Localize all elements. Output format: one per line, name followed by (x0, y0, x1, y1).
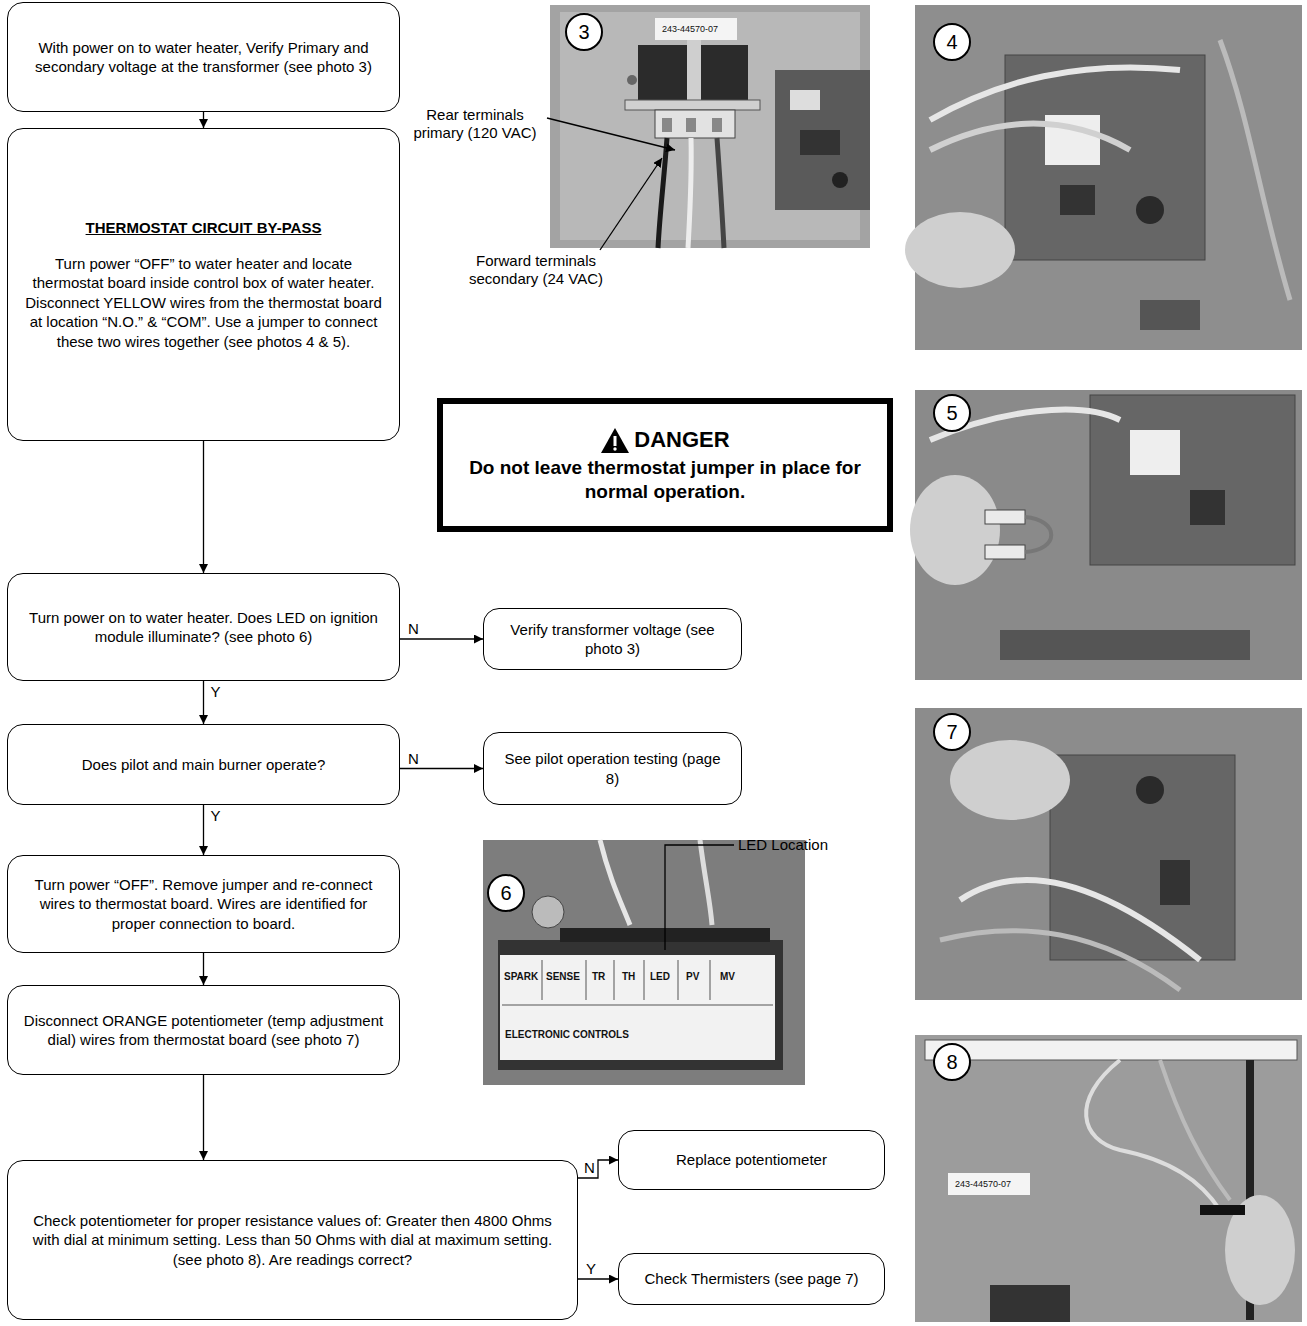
callout-number: 6 (487, 874, 525, 912)
danger-box: DANGER Do not leave thermostat jumper in … (437, 398, 893, 532)
decision-box: Check potentiometer for proper resistanc… (7, 1160, 578, 1320)
edge-label: N (582, 1159, 597, 1176)
terminal-name: SPARK (504, 972, 538, 982)
warning-icon (600, 427, 630, 454)
edge-label: Y (209, 683, 223, 700)
photo-meter-probe (915, 1035, 1302, 1322)
terminal-name: SENSE (546, 972, 580, 982)
heading: THERMOSTAT CIRCUIT BY-PASS (86, 218, 322, 238)
node-text: Turn power “OFF”. Remove jumper and re-c… (22, 875, 385, 934)
node-text: With power on to water heater, Verify Pr… (22, 38, 385, 77)
edge-label: Y (584, 1260, 598, 1277)
brand-name: ELECTRONIC CONTROLS (505, 1030, 629, 1040)
flow-arrow (203, 953, 204, 985)
node-text: Turn power on to water heater. Does LED … (22, 608, 385, 647)
node-text: Replace potentiometer (676, 1150, 827, 1170)
action-box: Check Thermisters (see page 7) (618, 1253, 885, 1305)
body: Turn power “OFF” to water heater and loc… (22, 254, 385, 352)
leader-line (665, 845, 734, 950)
annotation: LED Location (738, 836, 828, 854)
callout-number: 8 (933, 1043, 971, 1081)
action-box: See pilot operation testing (page 8) (483, 732, 742, 805)
danger-title: DANGER (634, 427, 729, 453)
node-text: Verify transformer voltage (see photo 3) (498, 620, 727, 659)
terminal-name: LED (650, 972, 670, 982)
flow-arrow (203, 112, 204, 128)
terminal-name: PV (686, 972, 699, 982)
leader-line (547, 118, 675, 150)
process-box: With power on to water heater, Verify Pr… (7, 2, 400, 112)
edge-label: N (406, 620, 421, 637)
action-box: Replace potentiometer (618, 1130, 885, 1190)
node-text: Check potentiometer for proper resistanc… (22, 1211, 563, 1270)
callout-number: 3 (565, 13, 603, 51)
decision-box: Turn power on to water heater. Does LED … (7, 573, 400, 681)
process-box: Turn power “OFF”. Remove jumper and re-c… (7, 855, 400, 953)
terminal-name: MV (720, 972, 735, 982)
photo-ignition-module (483, 840, 805, 1085)
annotation: Rear terminals primary (120 VAC) (405, 106, 545, 142)
annotation: Forward terminals secondary (24 VAC) (466, 252, 606, 288)
flow-arrow (578, 1160, 618, 1178)
flow-arrow (203, 441, 204, 573)
action-box: Verify transformer voltage (see photo 3) (483, 608, 742, 670)
photo-potentiometer-wires (915, 708, 1302, 1000)
terminal-name: TR (592, 972, 605, 982)
flow-arrow (400, 638, 483, 639)
callout-number: 4 (933, 23, 971, 61)
callout-number: 7 (933, 713, 971, 751)
photo-jumper (910, 390, 1302, 680)
node-text: Disconnect ORANGE potentiometer (temp ad… (22, 1011, 385, 1050)
flow-arrow (400, 768, 483, 769)
node-text: Does pilot and main burner operate? (82, 755, 326, 775)
decision-box: Does pilot and main burner operate? (7, 724, 400, 805)
danger-body: Do not leave thermostat jumper in place … (461, 456, 869, 504)
flow-arrow (203, 681, 204, 724)
terminal-name: TH (622, 972, 635, 982)
edge-label: Y (209, 807, 223, 824)
flow-arrow (578, 1278, 618, 1279)
part-number: 243-44570-07 (955, 1180, 1011, 1189)
node-text: See pilot operation testing (page 8) (498, 749, 727, 788)
photo-thermostat-board (905, 5, 1302, 350)
node-text: Check Thermisters (see page 7) (645, 1269, 859, 1289)
process-box: Disconnect ORANGE potentiometer (temp ad… (7, 985, 400, 1075)
process-box: THERMOSTAT CIRCUIT BY-PASS Turn power “OF… (7, 128, 400, 441)
photo-transformer (550, 5, 870, 248)
callout-number: 5 (933, 394, 971, 432)
part-number: 243-44570-07 (662, 25, 718, 34)
flow-arrow (203, 805, 204, 855)
flow-arrow (203, 1075, 204, 1160)
danger-heading: DANGER (600, 427, 729, 454)
leader-line (600, 158, 662, 250)
edge-label: N (406, 750, 421, 767)
